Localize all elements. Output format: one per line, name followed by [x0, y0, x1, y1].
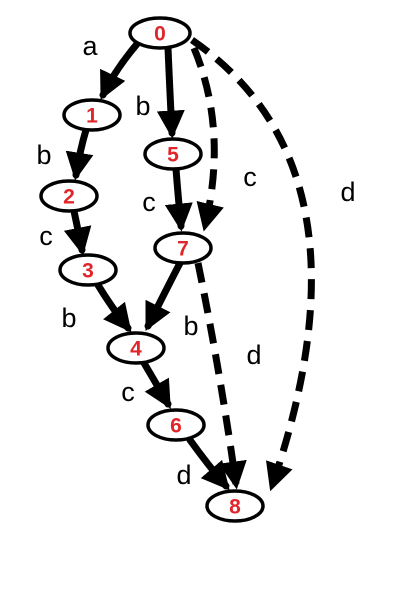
edge-6-to-8 [186, 436, 230, 491]
edge-label-5-to-7: c [142, 187, 156, 217]
edge-0-to-7 [190, 46, 224, 232]
edge-label-4-to-6: c [121, 377, 135, 407]
node-ellipse [106, 331, 166, 365]
node-7: 7 [153, 231, 213, 265]
node-2: 2 [39, 179, 99, 213]
node-4: 4 [106, 331, 166, 365]
node-3: 3 [58, 253, 118, 287]
edge-7-to-4 [144, 259, 184, 332]
edge-label-7-to-4: b [183, 311, 198, 341]
edge-0-to-1 [99, 40, 141, 101]
node-ellipse [143, 137, 203, 171]
edge-label-6-to-8: d [176, 460, 191, 490]
node-6: 6 [146, 408, 206, 442]
edge-1-to-2 [65, 126, 94, 181]
node-ellipse [205, 489, 265, 523]
edge-label-1-to-2: b [36, 140, 51, 170]
edge-label-0-to-7: c [243, 162, 257, 192]
node-8: 8 [205, 489, 265, 523]
node-ellipse [153, 231, 213, 265]
node-label: 0 [154, 23, 166, 46]
edge-label-2-to-3: c [39, 221, 53, 251]
node-label: 7 [177, 238, 189, 261]
node-1: 1 [62, 98, 122, 132]
node-5: 5 [143, 137, 203, 171]
edge-3-to-4 [94, 281, 132, 333]
node-ellipse [128, 16, 192, 50]
node-label: 8 [229, 496, 241, 519]
node-label: 5 [167, 144, 179, 167]
edge-4-to-6 [140, 359, 172, 409]
node-ellipse [62, 98, 122, 132]
node-ellipse [146, 408, 206, 442]
node-label: 4 [130, 338, 142, 361]
edge-label-7-to-8: d [246, 340, 261, 370]
node-label: 6 [170, 415, 182, 438]
edge-label-0-to-5: b [135, 91, 150, 121]
edge-label-0-to-8: d [340, 177, 355, 207]
edge-0-to-5 [156, 44, 185, 139]
edge-label-3-to-4: b [61, 303, 76, 333]
edge-label-0-to-1: a [82, 31, 98, 61]
edge-7-to-8 [194, 262, 247, 490]
node-label: 3 [82, 260, 94, 283]
node-0: 0 [128, 16, 192, 50]
node-ellipse [39, 179, 99, 213]
edge-0-to-8 [190, 37, 315, 492]
edge-2-to-3 [63, 207, 92, 256]
node-ellipse [58, 253, 118, 287]
edge-5-to-7 [164, 165, 193, 232]
node-label: 2 [63, 186, 75, 209]
node-label: 1 [86, 105, 98, 128]
